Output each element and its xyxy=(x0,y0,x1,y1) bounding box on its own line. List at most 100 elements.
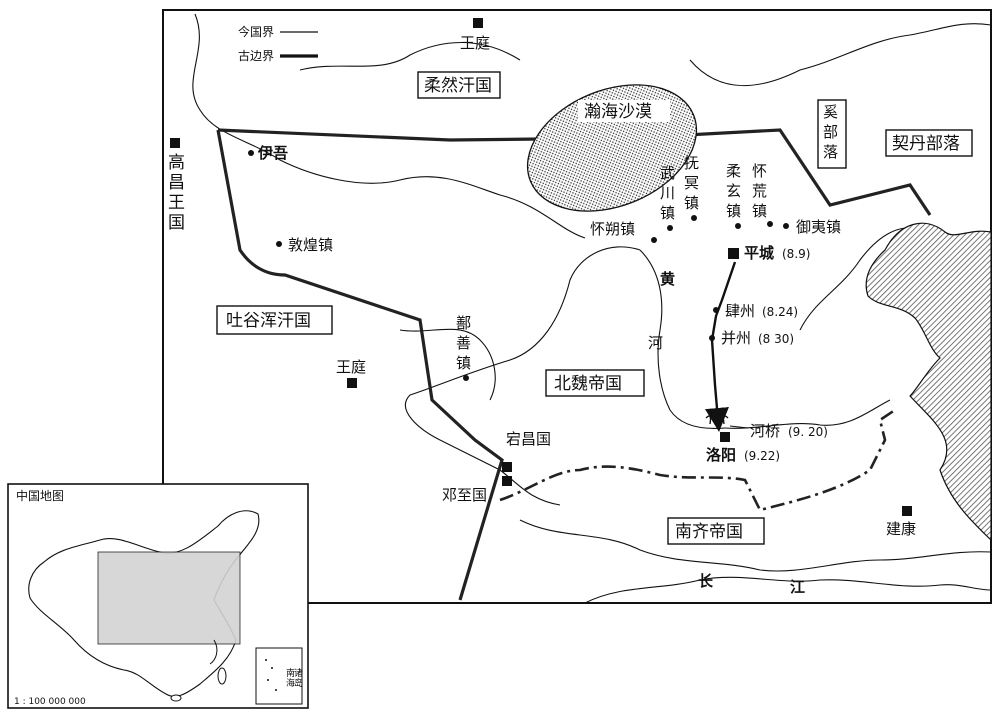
rouran-court-marker xyxy=(473,18,483,28)
yangtze-char-2: 江 xyxy=(790,578,805,596)
legend-modern-label: 今国界 xyxy=(238,24,274,39)
state-xi-char-1: 奚 xyxy=(823,103,838,121)
inset-highlight-region xyxy=(97,551,241,645)
jiankang-marker xyxy=(902,506,912,516)
dangchang-label: 宕昌国 xyxy=(506,430,551,448)
dangchang-marker xyxy=(502,462,512,472)
shanshan-dot xyxy=(463,375,469,381)
gaochang-char-1: 高 xyxy=(168,153,185,173)
yuyi-label: 御夷镇 xyxy=(796,218,841,236)
heqiao-date: (9. 20) xyxy=(788,425,828,439)
state-khitan: 契丹部落 xyxy=(885,129,973,157)
bingzhou-dot xyxy=(709,335,715,341)
desert-label-bg xyxy=(578,100,670,122)
state-rouran-label: 柔然汗国 xyxy=(424,76,492,96)
yuyi-dot xyxy=(783,223,789,229)
fuming-char-2: 冥 xyxy=(684,174,699,192)
bingzhou-label: 并州 xyxy=(721,329,751,347)
gaochang-marker xyxy=(170,138,180,148)
pingcheng-marker xyxy=(728,248,739,259)
huaihuang-char-1: 怀 xyxy=(752,162,767,180)
state-northern-wei: 北魏帝国 xyxy=(545,369,645,397)
river-yangtze xyxy=(584,576,992,604)
inset-scale: 1 : 100 000 000 xyxy=(14,697,86,707)
luoyang-marker xyxy=(720,432,730,442)
rouran-court-label: 王庭 xyxy=(460,34,490,52)
legend-ancient-label: 古边界 xyxy=(238,48,274,63)
rouxuan-char-1: 柔 xyxy=(726,162,741,180)
inset-island-3 xyxy=(267,679,269,681)
state-northern-wei-label: 北魏帝国 xyxy=(554,374,622,394)
desert-label: 瀚海沙漠 xyxy=(584,102,652,122)
yellow-river-char-2: 河 xyxy=(648,334,663,352)
inset-south-sea-char-3: 诸 xyxy=(294,668,303,679)
sea-area xyxy=(865,222,992,542)
pingcheng-date: (8.9) xyxy=(782,247,810,261)
ancient-border-north xyxy=(217,128,932,216)
sizhou-date: (8.24) xyxy=(762,305,798,319)
dengzhi-label: 邓至国 xyxy=(442,486,487,504)
inset-south-sea-box xyxy=(255,647,303,705)
inset-hainan xyxy=(170,694,182,702)
heqiao-bridge-icon xyxy=(705,415,729,425)
gaochang-char-2: 昌 xyxy=(168,173,185,193)
river-han xyxy=(519,519,992,572)
huaishuo-dot xyxy=(651,237,657,243)
state-xi: 奚 部 落 xyxy=(817,99,847,169)
tuyuhun-court-marker xyxy=(347,378,357,388)
heqiao-leader xyxy=(729,425,749,429)
fuming-dot xyxy=(691,215,697,221)
fuming-label: 抚 冥 镇 xyxy=(684,154,699,212)
state-xi-char-2: 部 xyxy=(823,123,838,141)
rivers xyxy=(192,13,992,604)
sizhou-dot xyxy=(713,307,719,313)
heqiao-label: 河桥 xyxy=(750,422,780,440)
state-gaochang: 高 昌 王 国 xyxy=(168,153,185,233)
inset-coast xyxy=(209,639,218,665)
shanshan-char-2: 善 xyxy=(456,334,471,352)
huaihuang-label: 怀 荒 镇 xyxy=(752,162,767,220)
river-rouran xyxy=(299,41,521,71)
state-tuyuhun: 吐谷浑汗国 xyxy=(216,305,333,335)
river-lower xyxy=(724,399,891,429)
river-west xyxy=(399,328,496,401)
yiwu-label: 伊吾 xyxy=(257,144,288,162)
inset-island-2 xyxy=(271,667,273,669)
yellow-river-char-1: 黄 xyxy=(660,270,675,288)
inset-south-sea-char-1: 南 xyxy=(286,667,295,679)
fuming-char-3: 镇 xyxy=(684,194,699,212)
river-hai xyxy=(799,227,906,331)
jiankang-label: 建康 xyxy=(886,520,916,538)
river-north xyxy=(192,13,586,239)
inset-island-4 xyxy=(275,689,277,691)
yiwu-dot xyxy=(248,150,254,156)
rouxuan-char-3: 镇 xyxy=(726,202,741,220)
inset-map: 中国地图 南 海 诸 岛 1 : 100 000 000 xyxy=(7,483,309,709)
pingcheng-label: 平城 xyxy=(744,244,774,262)
state-rouran: 柔然汗国 xyxy=(417,71,501,99)
gaochang-char-4: 国 xyxy=(168,213,185,233)
rouxuan-char-2: 玄 xyxy=(726,182,741,200)
sizhou-label: 肆州 xyxy=(725,302,755,320)
march-route xyxy=(705,261,737,432)
shanshan-label: 鄯 善 镇 xyxy=(456,314,471,372)
inset-island-1 xyxy=(265,659,267,661)
huaihuang-char-2: 荒 xyxy=(752,182,767,200)
wuchuan-char-1: 武 xyxy=(660,164,675,182)
luoyang-date: (9.22) xyxy=(744,449,780,463)
state-xi-char-3: 落 xyxy=(823,143,838,161)
tuyuhun-court-label: 王庭 xyxy=(336,358,366,376)
state-tuyuhun-label: 吐谷浑汗国 xyxy=(226,311,311,331)
yangtze-char-1: 长 xyxy=(698,572,714,590)
shanshan-char-3: 镇 xyxy=(456,354,471,372)
state-khitan-label: 契丹部落 xyxy=(892,134,960,154)
dunhuang-dot xyxy=(276,241,282,247)
rouxuan-dot xyxy=(735,223,741,229)
luoyang-label: 洛阳 xyxy=(706,446,736,464)
river-yellow-east xyxy=(639,249,726,429)
huaishuo-label: 怀朔镇 xyxy=(590,220,635,238)
inset-south-sea-char-4: 岛 xyxy=(294,677,303,689)
shanshan-char-1: 鄯 xyxy=(456,314,471,332)
ancient-border-west xyxy=(216,129,504,601)
bingzhou-date: (8 30) xyxy=(758,332,794,346)
